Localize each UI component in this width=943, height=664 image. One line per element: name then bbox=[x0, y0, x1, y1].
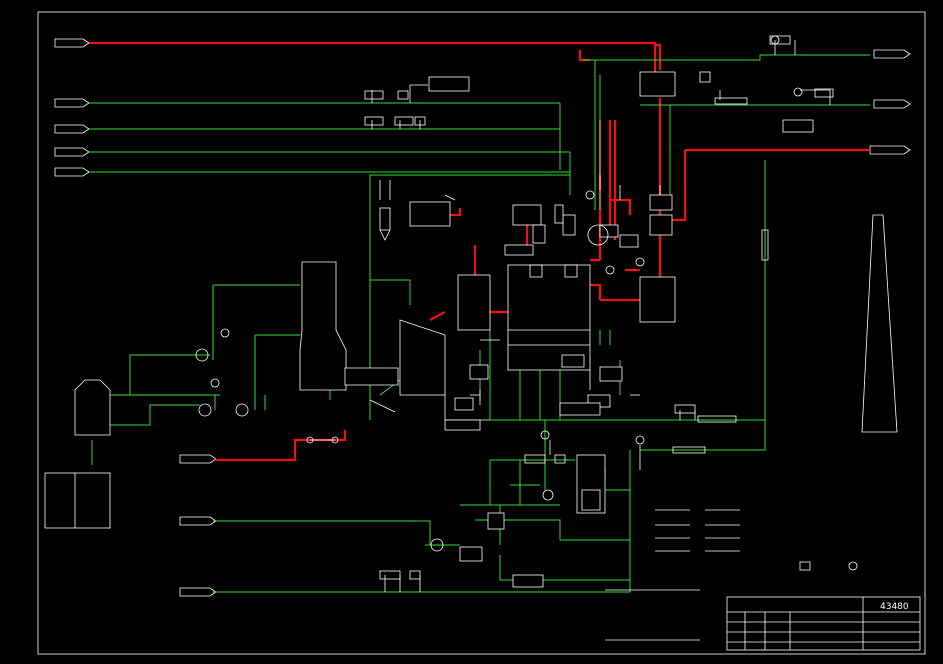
cyclone bbox=[379, 207, 391, 231]
equipment-box-17 bbox=[444, 419, 481, 431]
inlet-tag-6 bbox=[179, 454, 217, 464]
outlet-tag-1 bbox=[873, 49, 911, 59]
absorber-tower bbox=[299, 261, 347, 391]
equipment-box-14 bbox=[454, 397, 474, 411]
heat-exchanger-core bbox=[581, 489, 601, 511]
legend bbox=[605, 509, 858, 641]
pump-5 bbox=[542, 489, 554, 501]
equipment bbox=[44, 35, 898, 588]
inlet-tag-1 bbox=[54, 38, 90, 48]
title-block: 43480 bbox=[726, 596, 921, 651]
outlet-tag-2 bbox=[873, 99, 911, 109]
inlet-tag-5 bbox=[54, 167, 90, 177]
equipment-box-10 bbox=[782, 119, 814, 133]
inlet-tag-3 bbox=[54, 124, 90, 134]
equipment-box-12 bbox=[599, 366, 623, 382]
equipment-box-8 bbox=[619, 234, 639, 248]
chimney bbox=[861, 214, 898, 433]
equipment-box-6 bbox=[649, 194, 673, 211]
equipment-box-18 bbox=[532, 224, 546, 244]
equipment-box-5 bbox=[639, 276, 676, 323]
equipment-box-13 bbox=[561, 354, 585, 368]
equipment-box-3 bbox=[512, 204, 542, 226]
equipment-box-11 bbox=[469, 364, 489, 380]
outlet-tags bbox=[869, 49, 911, 155]
equipment-box-19 bbox=[504, 244, 534, 256]
flue-duct bbox=[344, 367, 399, 386]
inlet-tag-7 bbox=[179, 516, 217, 526]
steam-lines bbox=[89, 41, 870, 462]
pump-2 bbox=[198, 403, 212, 417]
furnace-body bbox=[399, 319, 446, 396]
equipment-box-16 bbox=[559, 402, 601, 416]
main-vessel bbox=[507, 264, 591, 371]
pump-3 bbox=[235, 403, 249, 417]
equipment-box-20 bbox=[562, 214, 576, 236]
inlet-tag-4 bbox=[54, 147, 90, 157]
outlet-tag-3 bbox=[869, 145, 911, 155]
equipment-box-4 bbox=[457, 274, 491, 331]
equipment-box-small-1 bbox=[428, 76, 470, 92]
drawing-border bbox=[37, 11, 926, 655]
inlet-tag-8 bbox=[179, 587, 217, 597]
pump-4 bbox=[430, 538, 444, 552]
inlet-tag-2 bbox=[54, 98, 90, 108]
equipment-box-9 bbox=[599, 224, 619, 238]
drawing-number: 43480 bbox=[880, 602, 909, 612]
equipment-box-23 bbox=[459, 546, 483, 562]
water-treatment-box bbox=[44, 472, 111, 529]
equipment-box-2 bbox=[409, 201, 451, 227]
rotary-valve bbox=[587, 224, 609, 246]
equipment-box-7 bbox=[649, 214, 673, 236]
equipment-box-22 bbox=[487, 512, 505, 530]
process-lines bbox=[89, 54, 870, 593]
pump-1 bbox=[195, 348, 209, 362]
equipment-box-24 bbox=[512, 574, 544, 588]
equipment-box-top bbox=[639, 71, 676, 97]
storage-tank bbox=[74, 379, 111, 436]
equipment-box-21 bbox=[554, 204, 564, 224]
inlet-tags bbox=[54, 38, 217, 597]
